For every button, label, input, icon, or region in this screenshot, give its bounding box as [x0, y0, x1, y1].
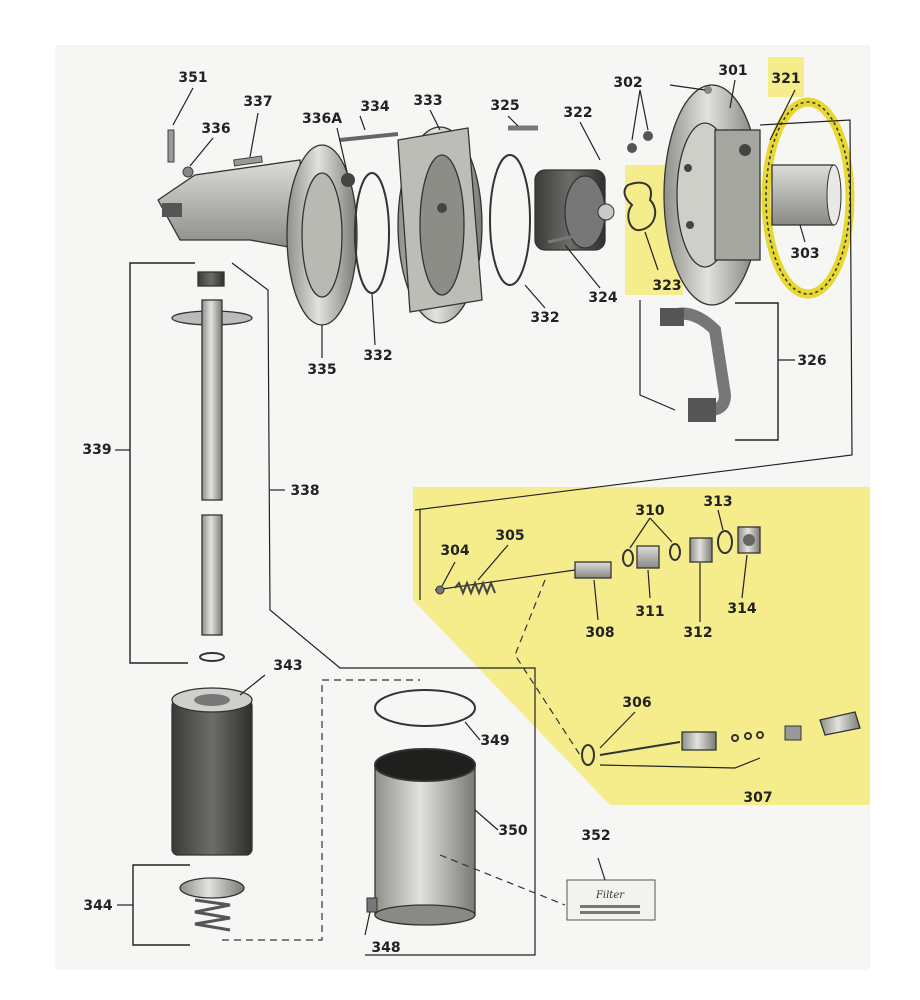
bracket-338 [231, 262, 440, 669]
label-339: 339 [82, 442, 111, 458]
leader-lines [172, 79, 806, 936]
box-352-brand: Filter [595, 890, 625, 901]
guide-line-top [639, 300, 676, 411]
label-336: 336 [201, 121, 230, 137]
label-335: 335 [307, 362, 336, 378]
highlight-part-321 [768, 57, 804, 97]
bowl-350 [374, 748, 476, 926]
bolt-334 [339, 132, 399, 142]
oring-313 [717, 530, 733, 554]
elbow-326 [660, 307, 732, 422]
label-332-right: 332 [530, 310, 559, 326]
label-305: 305 [495, 528, 524, 544]
gasket-332-right [489, 154, 531, 286]
pin-337 [233, 155, 263, 167]
label-336a: 336A [302, 111, 342, 127]
label-338: 338 [290, 483, 319, 499]
gasket-349 [374, 689, 476, 727]
spring-plate-344 [179, 877, 245, 932]
label-311: 311 [635, 604, 664, 620]
label-350: 350 [498, 823, 527, 839]
bracket-307 [599, 757, 761, 769]
assembly-307 [581, 711, 861, 766]
highlight-valve-assembly [413, 487, 870, 805]
box-352: Filter [566, 879, 656, 921]
label-343: 343 [273, 658, 302, 674]
label-337: 337 [243, 94, 272, 110]
ring-323 [623, 181, 657, 232]
head-casting-335 [157, 144, 358, 326]
label-349: 349 [480, 733, 509, 749]
label-303: 303 [790, 246, 819, 262]
label-352: 352 [581, 828, 610, 844]
drain-348 [366, 897, 378, 913]
nut-314 [737, 526, 761, 554]
label-312: 312 [683, 625, 712, 641]
valve-axis [434, 569, 576, 591]
label-306: 306 [622, 695, 651, 711]
callout-labels: 351 337 336 336A 334 333 325 322 302 301… [82, 63, 826, 956]
label-325: 325 [490, 98, 519, 114]
guide-line-right [414, 119, 853, 511]
screw-324 [547, 234, 576, 244]
filter-element-343 [171, 687, 253, 856]
nut-302-b [643, 131, 653, 141]
label-313: 313 [703, 494, 732, 510]
label-322: 322 [563, 105, 592, 121]
shaft-338 [171, 299, 253, 662]
label-334: 334 [360, 99, 389, 115]
label-323: 323 [652, 278, 681, 294]
sleeve-308 [574, 561, 612, 579]
housing-301 [663, 84, 761, 306]
nut-336a [341, 173, 355, 187]
adapter-333 [397, 126, 483, 324]
label-301: 301 [718, 63, 747, 79]
label-324: 324 [588, 290, 617, 306]
label-310: 310 [635, 503, 664, 519]
bushing-311 [636, 545, 660, 569]
label-321: 321 [771, 71, 800, 87]
screw-351 [167, 129, 175, 163]
spring-305 [454, 580, 496, 596]
pump-body-322 [534, 169, 615, 251]
gasket-332-left [354, 172, 390, 294]
label-332-left: 332 [363, 348, 392, 364]
label-344: 344 [83, 898, 112, 914]
tube-303 [771, 164, 842, 226]
bracket-344 [132, 864, 190, 946]
ball-301-top [704, 86, 712, 94]
label-351: 351 [178, 70, 207, 86]
label-326: 326 [797, 353, 826, 369]
label-348: 348 [371, 940, 400, 956]
label-304: 304 [440, 543, 469, 559]
label-302: 302 [613, 75, 642, 91]
dashed-to-box-352 [439, 854, 566, 906]
dashed-guide-bowl [222, 679, 420, 941]
washer-310-b [669, 543, 681, 561]
ball-304 [435, 585, 445, 595]
nut-336 [182, 166, 194, 178]
label-308: 308 [585, 625, 614, 641]
fitting-312 [689, 537, 713, 563]
dashed-valve-guide [514, 579, 581, 756]
label-314: 314 [727, 601, 756, 617]
label-333: 333 [413, 93, 442, 109]
label-307: 307 [743, 790, 772, 806]
cap-shaft-top [197, 271, 225, 287]
nut-302-a [627, 143, 637, 153]
guide-bowl-outer [365, 667, 536, 956]
washer-310-a [622, 549, 634, 567]
bracket-339 [129, 262, 195, 664]
bracket-326 [735, 302, 779, 441]
